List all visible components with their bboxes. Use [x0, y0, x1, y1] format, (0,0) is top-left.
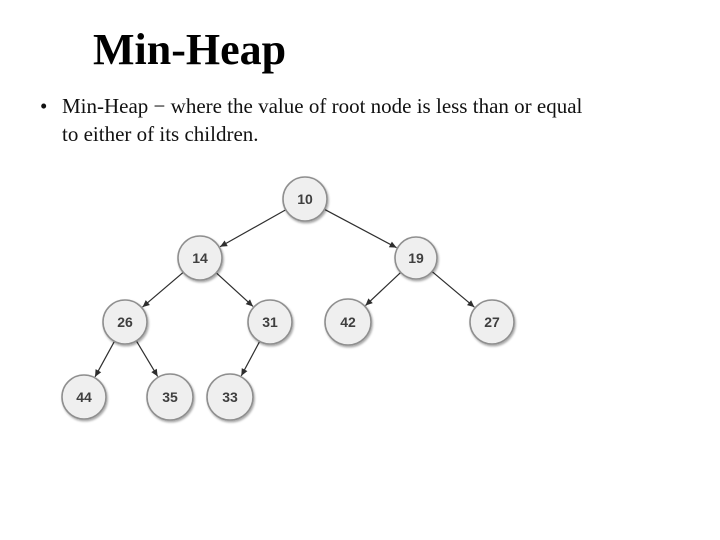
tree-node-44: 44 — [61, 374, 107, 420]
slide-title: Min-Heap — [93, 25, 287, 74]
bullet-marker: • — [40, 94, 48, 118]
tree-edge-arrowhead — [365, 298, 373, 306]
tree-node-circle — [102, 299, 148, 345]
tree-node-27: 27 — [469, 299, 515, 345]
bullet-text: Min-Heap − where the value of root node … — [62, 92, 582, 148]
tree-node-31: 31 — [247, 299, 293, 345]
tree-edge-arrowhead — [95, 369, 102, 377]
tree-edge-arrowhead — [245, 299, 254, 307]
tree-node-14: 14 — [177, 235, 223, 281]
tree-node-circle — [247, 299, 293, 345]
tree-node-circle — [469, 299, 515, 345]
tree-node-42: 42 — [324, 298, 372, 346]
tree-node-value: 10 — [297, 191, 313, 207]
tree-edge-arrowhead — [388, 241, 397, 248]
tree-edge-19-27 — [431, 271, 475, 308]
tree-edge-arrowhead — [142, 300, 150, 308]
tree-node-circle — [282, 176, 328, 222]
tree-node-10: 10 — [282, 176, 328, 222]
tree-edge-arrowhead — [151, 368, 158, 377]
tree-node-value: 44 — [76, 389, 92, 405]
tree-node-value: 35 — [162, 389, 178, 405]
tree-edge-arrowhead — [220, 240, 228, 247]
tree-edge-10-19 — [324, 208, 397, 249]
tree-node-circle — [146, 373, 194, 421]
tree-node-value: 26 — [117, 314, 133, 330]
tree-node-35: 35 — [146, 373, 194, 421]
tree-node-circle — [177, 235, 223, 281]
bullet-item: • Min-Heap − where the value of root nod… — [40, 92, 680, 148]
tree-node-33: 33 — [206, 373, 254, 421]
tree-node-value: 27 — [484, 314, 500, 330]
tree-node-circle — [61, 374, 107, 420]
tree-node-value: 42 — [340, 314, 356, 330]
tree-node-value: 33 — [222, 389, 238, 405]
tree-node-value: 31 — [262, 314, 278, 330]
tree-node-circle — [394, 236, 438, 280]
tree-edge-10-14 — [219, 209, 287, 248]
tree-edge-14-26 — [142, 271, 184, 308]
tree-edge-arrowhead — [466, 300, 475, 308]
tree-node-circle — [324, 298, 372, 346]
tree-node-value: 19 — [408, 250, 424, 266]
bullet-text-line-2: to either of its children. — [62, 122, 259, 146]
tree-edges — [94, 208, 475, 378]
bullet-text-line-1: Min-Heap − where the value of root node … — [62, 94, 583, 118]
tree-node-19: 19 — [394, 236, 438, 280]
tree-edge-arrowhead — [241, 368, 248, 376]
tree-node-circle — [206, 373, 254, 421]
tree-node-26: 26 — [102, 299, 148, 345]
tree-edge-19-42 — [365, 271, 402, 306]
tree-node-value: 14 — [192, 250, 208, 266]
tree-nodes: 10 14 19 26 31 42 27 44 35 33 — [61, 176, 515, 421]
tree-edge-14-31 — [215, 272, 254, 307]
